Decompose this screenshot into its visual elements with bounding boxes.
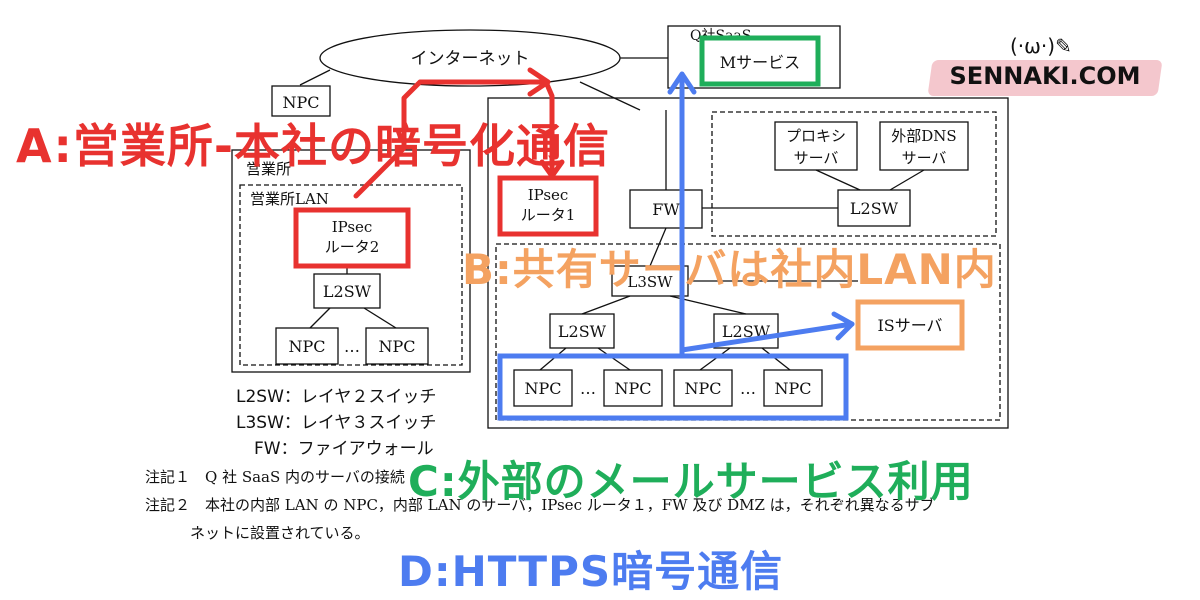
label-c: C:外部のメールサービス利用 bbox=[408, 457, 974, 506]
note-2: 注記２ 本社の内部 LAN の NPC，内部 LAN のサーバ，IPsec ルー… bbox=[145, 496, 935, 514]
internet-label: インターネット bbox=[411, 49, 530, 69]
proxy-label: プロキシサーバ bbox=[786, 127, 846, 167]
branch-outer-box bbox=[231, 149, 471, 373]
npc-box bbox=[275, 327, 339, 365]
fw-label: FW bbox=[652, 200, 680, 219]
npc-box bbox=[603, 369, 663, 407]
branch-l2sw-label: L2SW bbox=[323, 282, 372, 301]
label-b: B:共有サーバは社内LAN内 bbox=[462, 245, 997, 294]
is-server-label: ISサーバ bbox=[877, 316, 942, 335]
dmz-box bbox=[711, 111, 997, 237]
blue-arrow-right bbox=[679, 321, 855, 353]
m-service-highlight bbox=[699, 35, 821, 87]
m-service-label: Mサービス bbox=[720, 53, 800, 72]
ellipsis: … bbox=[580, 379, 596, 398]
branch-lan-box bbox=[239, 184, 463, 366]
legend-l2sw: L2SW：レイヤ２スイッチ bbox=[236, 387, 437, 407]
note-1: 注記１ Q 社 SaaS 内のサーバの接続 bbox=[145, 468, 405, 486]
npc-label: NPC bbox=[524, 379, 561, 398]
l3sw-label: L3SW bbox=[627, 273, 673, 291]
npc-box bbox=[271, 85, 331, 117]
npc-label: NPC bbox=[684, 379, 721, 398]
dns-box bbox=[879, 121, 969, 171]
npc-label: NPC bbox=[614, 379, 651, 398]
npc-box bbox=[365, 327, 429, 365]
blue-arrowhead-right bbox=[831, 311, 855, 341]
red-arrow-path-2 bbox=[543, 79, 555, 179]
npc-box bbox=[513, 369, 573, 407]
ipsec-router2-highlight bbox=[293, 207, 411, 269]
legend-fw: FW：ファイアウォール bbox=[254, 439, 434, 459]
hq-outer-box bbox=[487, 97, 1009, 429]
brand-face-icon: (·ω·)✎ bbox=[1010, 34, 1072, 58]
branch-label: 営業所 bbox=[246, 160, 291, 178]
dmz-l2sw-label: L2SW bbox=[850, 199, 899, 218]
npc-label: NPC bbox=[378, 337, 415, 356]
legend-l3sw: L3SW：レイヤ３スイッチ bbox=[236, 413, 437, 433]
red-arrow-path bbox=[353, 79, 549, 199]
is-server-highlight bbox=[855, 299, 965, 351]
l3sw-box bbox=[611, 265, 689, 297]
label-a: A:営業所-本社の暗号化通信 bbox=[16, 119, 610, 173]
ipsec-router1-highlight bbox=[497, 175, 599, 237]
npc-box bbox=[673, 369, 733, 407]
l2sw-left-label: L2SW bbox=[558, 322, 607, 341]
red-arrowhead-2 bbox=[539, 159, 565, 179]
brand-name[interactable]: SENNAKI.COM bbox=[949, 62, 1141, 90]
branch-l2sw-box bbox=[313, 273, 381, 309]
npc-label: NPC bbox=[774, 379, 811, 398]
label-d: D:HTTPS暗号通信 bbox=[398, 547, 784, 596]
npc-label: NPC bbox=[288, 337, 325, 356]
npc-label: NPC bbox=[282, 93, 319, 112]
brand-badge[interactable]: SENNAKI.COM bbox=[927, 60, 1163, 96]
note-2-cont: ネットに設置されている。 bbox=[190, 524, 370, 542]
npc-box bbox=[763, 369, 823, 407]
blue-arrowhead-up bbox=[667, 71, 697, 95]
npc-group-highlight bbox=[497, 353, 849, 421]
ellipsis: … bbox=[740, 379, 756, 398]
branch-lan-label: 営業所LAN bbox=[250, 190, 329, 208]
ellipsis: … bbox=[344, 337, 360, 356]
